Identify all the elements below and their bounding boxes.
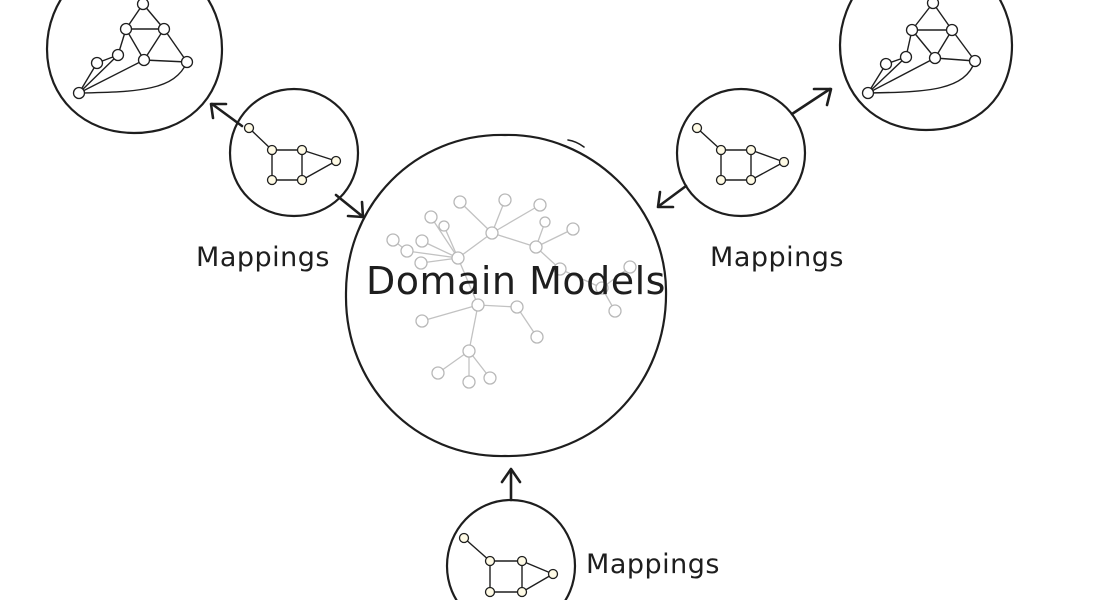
sketch-stroke <box>567 139 585 148</box>
mapping-graph <box>691 122 790 186</box>
mapping-bottom: Mappings <box>445 498 720 600</box>
mapping-graph <box>458 532 559 598</box>
external-model-circle <box>838 0 1014 132</box>
external-model-top-left <box>45 0 224 135</box>
arrow-left-to-domain <box>334 193 365 219</box>
domain-models-group: Domain Models <box>344 133 668 458</box>
mapping-circle <box>445 498 577 600</box>
arrow-right-to-domain <box>656 184 688 209</box>
arrow-left-to-top-left <box>209 102 244 128</box>
mapping-right-label: Mappings <box>710 242 844 273</box>
domain-models-circle <box>344 133 668 458</box>
external-model-graph <box>861 0 982 100</box>
external-model-circle <box>45 0 224 135</box>
mapping-graph <box>243 122 342 186</box>
mapping-right: Mappings <box>675 87 844 273</box>
arrow-bottom-to-domain <box>500 467 522 502</box>
domain-models-label: Domain Models <box>366 259 666 303</box>
arrows <box>209 87 833 502</box>
external-model-top-right <box>838 0 1014 132</box>
mapping-left-label: Mappings <box>196 242 330 273</box>
mapping-bottom-label: Mappings <box>586 549 720 580</box>
external-model-graph <box>72 0 194 100</box>
mapping-left: Mappings <box>196 87 360 273</box>
arrow-right-to-top-right <box>790 87 833 116</box>
mapping-circle <box>675 87 807 218</box>
domain-graph <box>386 193 637 389</box>
